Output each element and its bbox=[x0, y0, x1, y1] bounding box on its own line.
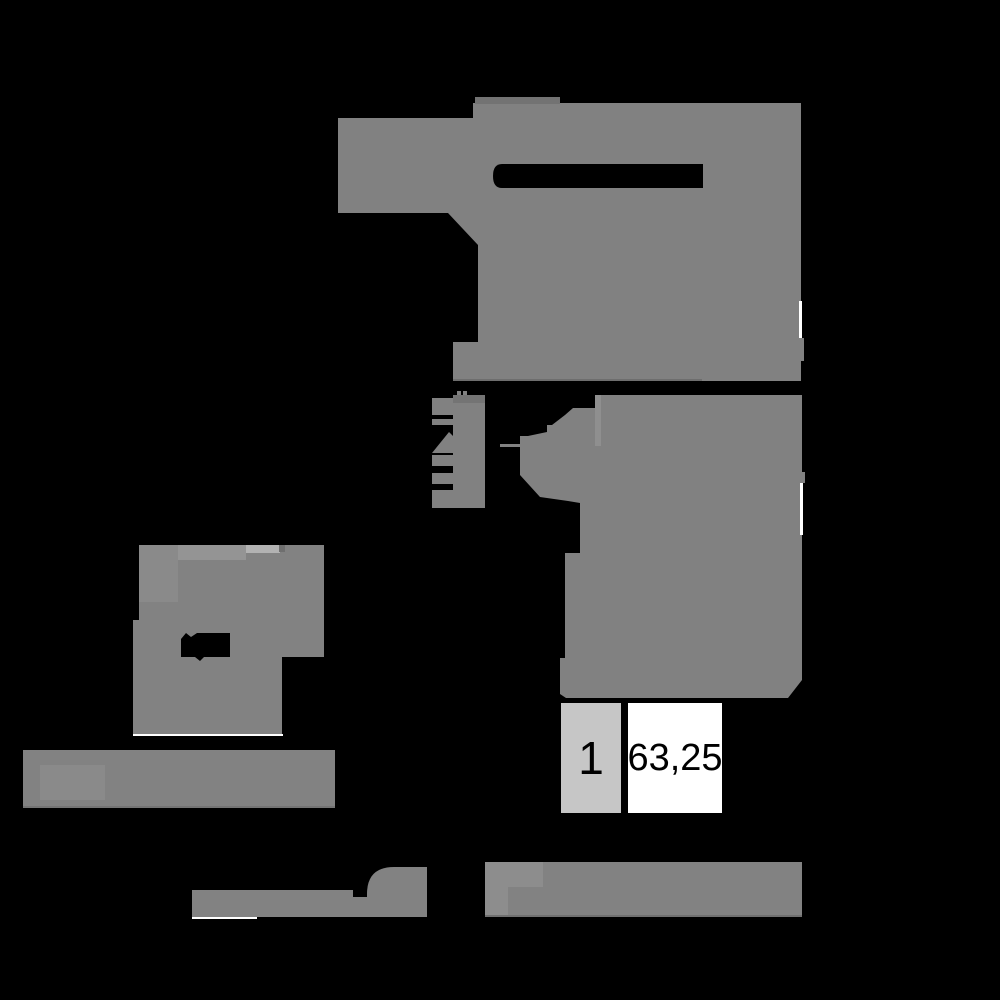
stair-stringer-top bbox=[453, 395, 485, 403]
shade-block bbox=[485, 862, 543, 887]
unit-1-building-block[interactable] bbox=[500, 395, 805, 698]
unit-1-outline[interactable] bbox=[520, 395, 802, 698]
edge-highlight-line bbox=[133, 734, 283, 736]
roof-strip-dark bbox=[475, 97, 560, 104]
bottom-edge-shadow bbox=[453, 379, 702, 381]
unit-number-badge[interactable]: 1 bbox=[559, 701, 623, 815]
stair-tread bbox=[432, 455, 453, 466]
right-edge-tab bbox=[801, 472, 805, 483]
left-building-block bbox=[133, 545, 324, 736]
unit-number-label: 1 bbox=[578, 732, 604, 784]
edge-highlight-line bbox=[800, 483, 803, 535]
wall-stub-line bbox=[500, 444, 520, 447]
stair-tread bbox=[432, 398, 453, 415]
light-well-slot bbox=[493, 164, 703, 188]
wall-strip-light bbox=[595, 395, 601, 446]
stair-stringer bbox=[453, 395, 485, 508]
bottom-center-wing bbox=[192, 867, 427, 919]
bottom-edge-shadow bbox=[23, 806, 335, 808]
entrance-opening bbox=[181, 633, 230, 661]
shade-block bbox=[485, 887, 508, 915]
top-building-outline bbox=[338, 103, 801, 381]
bottom-center-rounded-block bbox=[367, 867, 427, 917]
roof-strip-dark-square bbox=[279, 545, 285, 552]
bottom-edge-shadow bbox=[485, 915, 802, 917]
bottom-center-bar bbox=[192, 890, 353, 917]
shade-block bbox=[139, 545, 178, 602]
edge-highlight-line bbox=[799, 301, 802, 338]
top-building-block bbox=[338, 97, 804, 381]
stairwell-symbol bbox=[432, 391, 485, 508]
stair-tread bbox=[432, 490, 453, 508]
stair-tick bbox=[463, 391, 467, 395]
stair-tread bbox=[432, 419, 453, 425]
stair-tread bbox=[432, 473, 453, 484]
right-edge-tab bbox=[801, 338, 804, 361]
stair-tick bbox=[457, 391, 461, 395]
edge-highlight-line bbox=[192, 917, 257, 919]
bottom-center-connector bbox=[353, 897, 367, 917]
lower-left-wing bbox=[23, 750, 335, 808]
roof-strip-light bbox=[246, 545, 280, 553]
shade-block bbox=[40, 765, 105, 800]
bottom-right-wing bbox=[485, 862, 802, 917]
roof-strip-mid bbox=[178, 545, 246, 560]
stair-tread-diagonal bbox=[432, 432, 453, 453]
unit-area-badge[interactable]: 63,25 bbox=[626, 701, 724, 815]
unit-area-label: 63,25 bbox=[627, 736, 723, 779]
